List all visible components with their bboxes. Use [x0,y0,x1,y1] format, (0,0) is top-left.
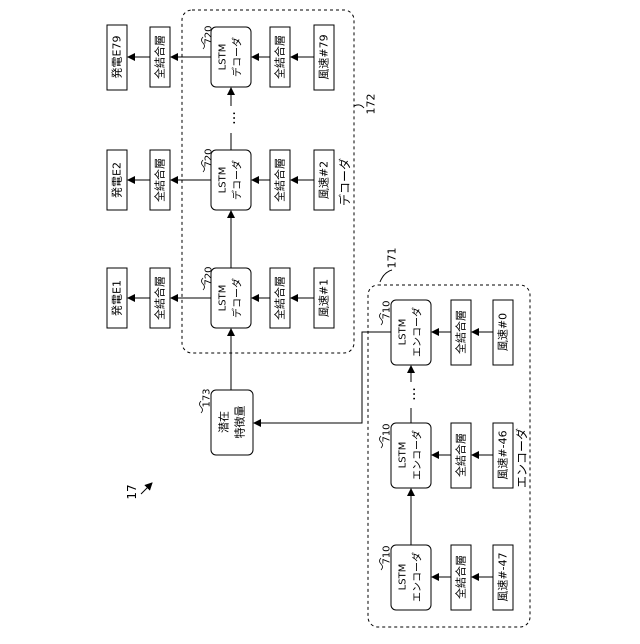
output-label-e79: 発電E79 [110,36,124,79]
lstm-decoder-1-ref: 720 [204,266,215,285]
wind-input-enc-2-label: 風速#-46 [497,430,510,479]
lstm-encoder-1-ref: 710 [382,545,393,564]
lstm-encoder-1-line2: エンコーダ [411,552,424,602]
fc-layer-enc-1-label: 全結合層 [454,555,468,599]
latent-feature-line1: 潜在 [217,411,231,433]
lstm-decoder-1-line2: デコーダ [231,278,244,318]
lstm-decoder-2-ref: 720 [204,148,215,167]
fc-layer-out-2-label: 全結合層 [153,158,167,202]
latent-feature-ref: 173 [202,388,213,407]
arrow-enc3-latent [254,332,391,423]
output-label-e2: 発電E2 [110,162,124,198]
fc-layer-enc-3-label: 全結合層 [454,310,468,354]
wind-input-1-label: 風速#1 [318,279,331,317]
lstm-encoder-3-line1: LSTM [398,319,409,346]
lstm-decoder-79-line2: デコーダ [231,37,244,77]
wind-input-enc-1-label: 風速#-47 [497,552,510,601]
decoder-group-leader [354,105,364,108]
lstm-decoder-1-line1: LSTM [218,285,229,312]
fc-layer-in-1-label: 全結合層 [273,276,287,320]
encoder-group-leader [380,270,392,282]
fc-layer-out-1-label: 全結合層 [153,276,167,320]
lstm-encoder-2-ref: 710 [382,423,393,442]
fc-layer-out-79-label: 全結合層 [153,35,167,79]
fc-layer-in-79-label: 全結合層 [273,35,287,79]
decoder-ellipsis: … [223,111,239,125]
lstm-encoder-2-line1: LSTM [398,442,409,469]
lstm-decoder-2-line2: デコーダ [231,160,244,200]
encoder-ellipsis: … [403,387,419,401]
lstm-decoder-2-line1: LSTM [218,167,229,194]
lstm-encoder-3-line2: エンコーダ [411,307,424,357]
encoder-group-label: エンコーダ [514,428,529,488]
fc-layer-enc-2-label: 全結合層 [454,433,468,477]
wind-input-79-label: 風速#79 [318,34,331,79]
wind-input-enc-3-label: 風速#0 [497,313,510,351]
lstm-decoder-79-ref: 720 [204,25,215,44]
figure-number-arrow [141,483,152,494]
lstm-encoder-3-ref: 710 [382,300,393,319]
lstm-encoder-2-line2: エンコーダ [411,430,424,480]
decoder-group-label: デコーダ [337,158,352,206]
figure-number: 17 [125,484,139,499]
fc-layer-in-2-label: 全結合層 [273,158,287,202]
latent-feature-line2: 特徴量 [233,406,247,439]
encoder-group-ref: 171 [386,248,399,269]
wind-input-2-label: 風速#2 [318,161,331,199]
output-label-e1: 発電E1 [110,280,124,316]
decoder-group-ref: 172 [365,94,378,115]
lstm-encoder-1-line1: LSTM [398,564,409,591]
lstm-decoder-79-line1: LSTM [218,44,229,71]
